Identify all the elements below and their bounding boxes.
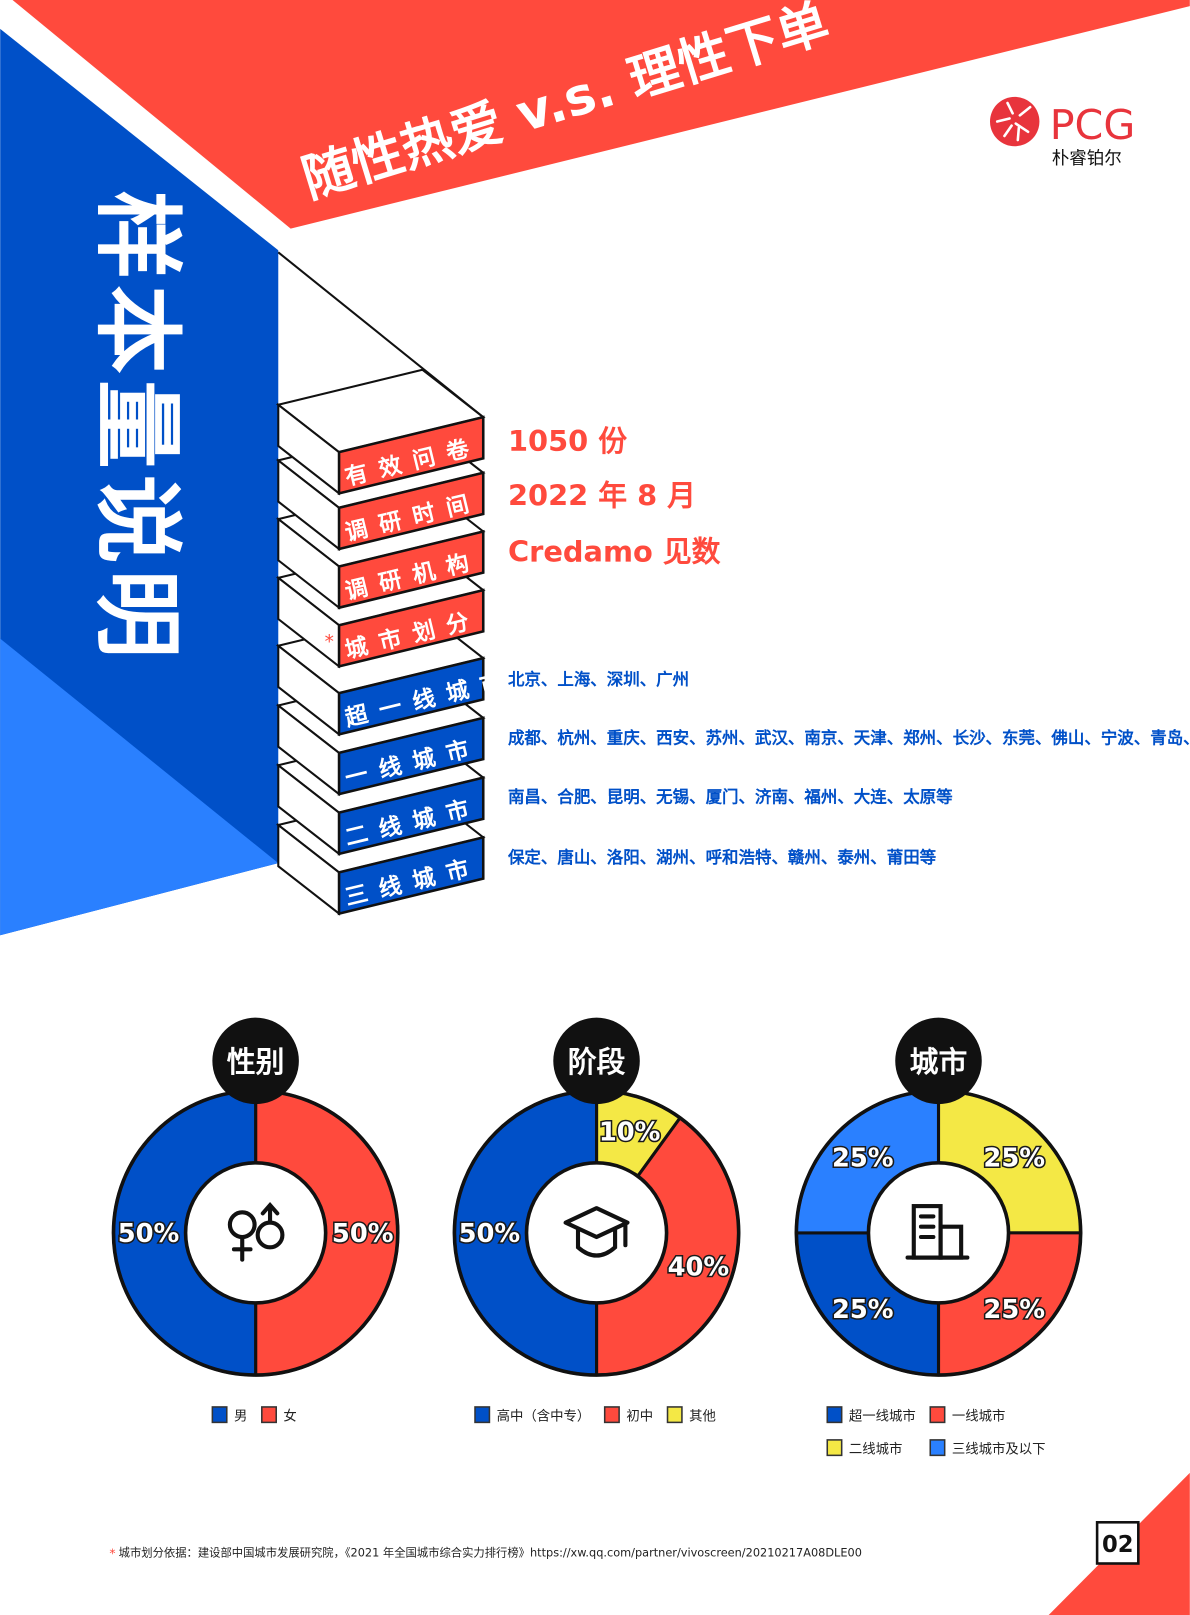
legend-swatch (929, 1406, 946, 1424)
legend-label: 超一线城市 (849, 1407, 916, 1424)
chart-title: 阶段 (568, 1045, 626, 1079)
building-icon (905, 1204, 970, 1260)
chart-legend: 男女 (211, 1406, 297, 1424)
tier-cities-second: 南昌、合肥、昆明、无锡、厦门、济南、福州、大连、太原等 (508, 787, 953, 806)
slice-data-label: 50% (118, 1219, 180, 1249)
chart-title-badge (212, 1017, 299, 1105)
donut-hole (866, 1161, 1011, 1305)
legend-swatch (826, 1406, 843, 1424)
chart-title-badge (895, 1017, 982, 1105)
legend-label: 高中（含中专） (497, 1407, 591, 1424)
tier-cities-super-first: 北京、上海、深圳、广州 (508, 670, 689, 689)
slice-data-label: 40% (668, 1252, 730, 1282)
gender-icon (227, 1201, 285, 1262)
legend-label: 初中 (626, 1408, 653, 1424)
slice-data-label: 50% (459, 1219, 521, 1249)
info-values: 1050 份 2022 年 8 月 Credamo 见数 北京、上海、深圳、广州… (507, 424, 1190, 867)
legend-item: 超一线城市 (826, 1406, 916, 1424)
legend-item: 男 (211, 1406, 247, 1424)
footnote-text: 城市划分依据：建设部中国城市发展研究院，《2021 年全国城市综合实力排行榜》h… (119, 1545, 862, 1559)
legend-swatch (603, 1406, 620, 1424)
tier-cities-first: 成都、杭州、重庆、西安、苏州、武汉、南京、天津、郑州、长沙、东莞、佛山、宁波、青… (508, 729, 1190, 748)
info-value-survey-org: Credamo 见数 (508, 534, 721, 568)
legend-item: 高中（含中专） (474, 1406, 591, 1424)
graduation-cap-icon (563, 1206, 630, 1258)
side-title: 样本量说明 (85, 191, 188, 665)
donut-chart-0: 50%50%性别男女 (111, 1017, 400, 1424)
legend-item: 女 (261, 1406, 297, 1424)
chart-title-badge (553, 1017, 640, 1105)
legend-swatch (666, 1406, 683, 1424)
legend-item: 初中 (603, 1406, 653, 1424)
donut-hole (524, 1161, 669, 1305)
legend-item: 一线城市 (929, 1406, 1006, 1424)
donut-charts: 50%50%性别男女10%40%50%阶段高中（含中专）初中其他25%25%25… (111, 1017, 1083, 1457)
legend-swatch (929, 1439, 946, 1457)
pcg-logo: PCG 朴睿铂尔 (989, 96, 1136, 169)
asterisk-mark: * (325, 632, 334, 653)
logo-subtext: 朴睿铂尔 (1052, 149, 1122, 169)
legend-swatch (474, 1406, 491, 1424)
red-banner (12, 0, 1190, 229)
legend-label: 一线城市 (952, 1407, 1006, 1424)
staircase-blocks: 三 线 城 市二 线 城 市一 线 城 市超 一 线 城 市城 市 划 分*调 … (275, 251, 507, 916)
info-value-questionnaires: 1050 份 (508, 424, 627, 458)
legend-label: 三线城市及以下 (952, 1440, 1046, 1457)
legend-label: 女 (283, 1407, 296, 1424)
donut-hole (183, 1161, 328, 1305)
chart-title: 城市 (910, 1045, 968, 1079)
legend-item: 三线城市及以下 (929, 1439, 1046, 1457)
legend-label: 男 (234, 1409, 247, 1424)
slice-data-label: 25% (983, 1295, 1045, 1325)
slice-data-label: 25% (832, 1295, 894, 1325)
legend-swatch (211, 1406, 228, 1424)
info-value-survey-time: 2022 年 8 月 (508, 479, 696, 513)
legend-item: 其他 (666, 1406, 716, 1424)
light-blue-accent (0, 638, 279, 936)
slice-data-label: 10% (599, 1117, 661, 1147)
logo-text: PCG (1050, 101, 1136, 149)
chart-title: 性别 (227, 1045, 285, 1079)
legend-swatch (261, 1406, 277, 1424)
page-number-box: 02 (1095, 1521, 1140, 1565)
slice-data-label: 25% (983, 1143, 1045, 1173)
footnote-asterisk: * (109, 1546, 115, 1560)
slice-data-label: 25% (832, 1143, 894, 1173)
page-number: 02 (1102, 1532, 1134, 1558)
legend-label: 二线城市 (849, 1440, 903, 1457)
footnote: * 城市划分依据：建设部中国城市发展研究院，《2021 年全国城市综合实力排行榜… (109, 1545, 862, 1560)
legend-item: 二线城市 (826, 1439, 903, 1457)
legend-swatch (826, 1439, 843, 1457)
slice-data-label: 50% (332, 1219, 394, 1249)
chart-legend: 高中（含中专） 初中 其他 (474, 1406, 716, 1424)
tier-cities-third: 保定、唐山、洛阳、湖州、呼和浩特、赣州、泰州、莆田等 (507, 848, 937, 867)
legend-label: 其他 (689, 1408, 716, 1424)
